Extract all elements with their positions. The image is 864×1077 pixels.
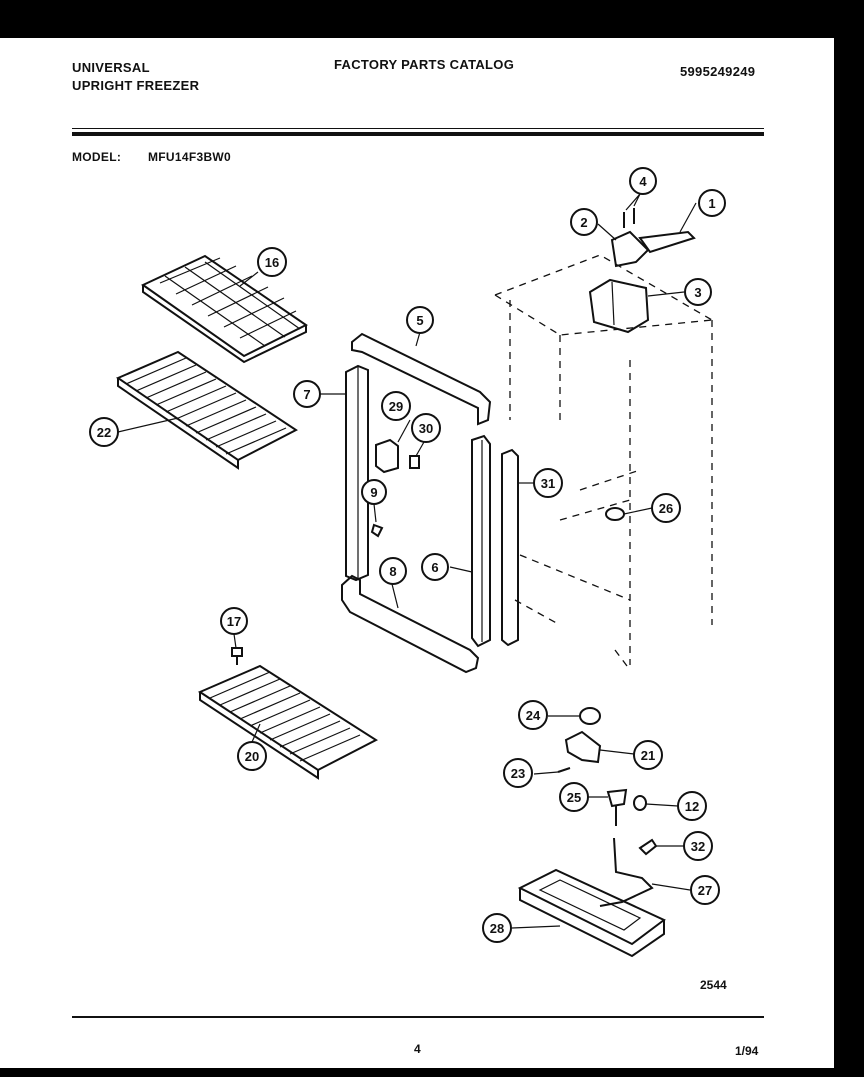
part-27-drain-tube [599, 837, 654, 907]
part-8-bottom-gasket [341, 574, 480, 674]
part-32-screw [638, 838, 658, 856]
callout-8: 8 [379, 557, 407, 585]
callout-1: 1 [698, 189, 726, 217]
callout-26: 26 [651, 493, 681, 523]
part-20-wire-shelf [197, 664, 379, 780]
model-label: MODEL: [72, 150, 122, 164]
callout-28: 28 [482, 913, 512, 943]
svg-text:23: 23 [511, 766, 525, 781]
svg-text:17: 17 [227, 614, 241, 629]
callout-23: 23 [503, 758, 533, 788]
svg-text:1: 1 [708, 196, 715, 211]
callout-27: 27 [690, 875, 720, 905]
svg-text:20: 20 [245, 749, 259, 764]
part-3-hinge-block [588, 278, 650, 334]
svg-text:30: 30 [419, 421, 433, 436]
callout-31: 31 [533, 468, 563, 498]
callout-5: 5 [406, 306, 434, 334]
callout-22: 22 [89, 417, 119, 447]
callout-20: 20 [237, 741, 267, 771]
callout-3: 3 [684, 278, 712, 306]
callout-29: 29 [381, 391, 411, 421]
model-value: MFU14F3BW0 [148, 150, 232, 164]
part-25-leveler [606, 788, 628, 826]
callout-7: 7 [293, 380, 321, 408]
part-23-screw [557, 767, 571, 773]
svg-text:32: 32 [691, 839, 705, 854]
part-22-wire-shelf [115, 350, 298, 470]
header-rule-thin [72, 128, 764, 129]
cabinet-outline [494, 254, 713, 671]
brand-line-2: UPRIGHT FREEZER [72, 78, 200, 93]
callout-24: 24 [518, 700, 548, 730]
part-17-screw [231, 647, 243, 665]
part-28-drain-pan [517, 868, 666, 958]
svg-text:21: 21 [641, 748, 655, 763]
svg-text:8: 8 [389, 564, 396, 579]
callout-6: 6 [421, 553, 449, 581]
svg-text:7: 7 [303, 387, 310, 402]
svg-text:3: 3 [694, 285, 701, 300]
svg-text:27: 27 [698, 883, 712, 898]
callout-2: 2 [570, 208, 598, 236]
svg-text:28: 28 [490, 921, 504, 936]
callout-25: 25 [559, 782, 589, 812]
part-6-right-gasket [471, 434, 491, 648]
part-5-top-gasket [351, 332, 492, 426]
svg-text:4: 4 [639, 174, 647, 189]
part-12-cap [633, 795, 647, 811]
leader-lines [117, 193, 697, 929]
part-9-screw [370, 523, 384, 538]
svg-text:9: 9 [370, 485, 377, 500]
callout-32: 32 [683, 831, 713, 861]
callout-12: 12 [677, 791, 707, 821]
svg-text:24: 24 [526, 708, 541, 723]
page-number: 4 [414, 1042, 421, 1056]
part-30-clip [409, 455, 420, 469]
svg-text:26: 26 [659, 501, 673, 516]
callout-4: 4 [629, 167, 657, 195]
callout-21: 21 [633, 740, 663, 770]
part-2-hinge-bracket [610, 230, 650, 268]
svg-text:5: 5 [416, 313, 423, 328]
part-24-roller [579, 707, 601, 725]
callout-17: 17 [220, 607, 248, 635]
catalog-number: 5995249249 [680, 64, 756, 79]
svg-text:22: 22 [97, 425, 111, 440]
svg-text:31: 31 [541, 476, 555, 491]
header-rule-thick [72, 132, 764, 136]
part-21-bracket [564, 730, 602, 764]
part-29-latch [375, 438, 399, 474]
callout-9: 9 [361, 479, 387, 505]
diagram-code: 2544 [700, 978, 727, 992]
svg-text:29: 29 [389, 399, 403, 414]
svg-text:25: 25 [567, 790, 581, 805]
callout-30: 30 [411, 413, 441, 443]
footer-rule [72, 1016, 764, 1018]
svg-text:12: 12 [685, 799, 699, 814]
part-7-left-gasket [345, 364, 369, 582]
svg-text:16: 16 [265, 255, 279, 270]
brand-line-1: UNIVERSAL [72, 60, 150, 75]
svg-text:6: 6 [431, 560, 438, 575]
part-26-plug [605, 507, 625, 521]
catalog-title: FACTORY PARTS CATALOG [334, 57, 515, 72]
part-4-screws [623, 208, 635, 228]
part-16-shelf [141, 254, 308, 364]
part-31-strip [501, 448, 519, 647]
callout-16: 16 [257, 247, 287, 277]
revision-date: 1/94 [735, 1044, 759, 1058]
svg-text:2: 2 [580, 215, 587, 230]
